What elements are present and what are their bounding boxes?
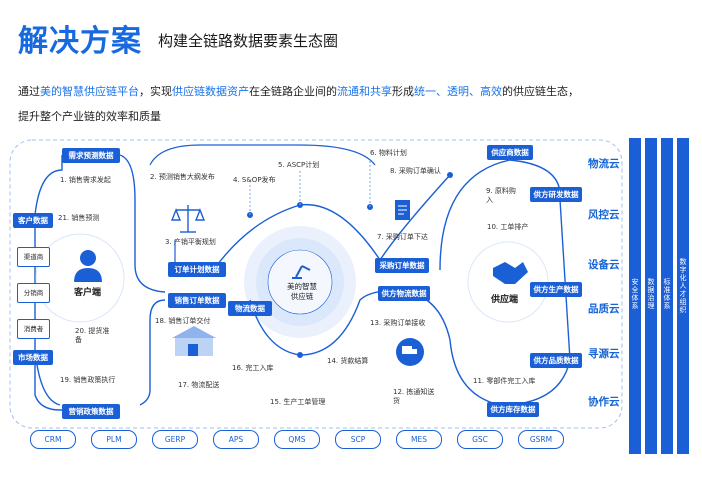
step-20: 20. 提货准 备 [75,327,110,344]
supplier-loop-bottom [399,289,571,406]
supplier-right [559,199,571,361]
step-7: 7. 采购订单下达 [377,233,428,241]
description-text: 在全链路企业间的 [249,85,337,98]
page-title: 解决方案 [18,24,142,59]
channel-dealer: 渠道商 [17,247,50,267]
cloud-equipment: 设备云 [588,259,620,271]
supplier-label: 供应端 [491,295,519,305]
step-13: 13. 采购订单接收 [370,319,426,327]
step-12: 12. 拣通知送 货 [393,388,435,405]
description-highlight: 流通和共享 [337,85,392,98]
step-17: 17. 物流配送 [178,381,220,389]
pillar-talent-org: 数字化人才组织 [677,138,689,454]
channel-consumer: 消费者 [17,319,50,339]
inner-loop [149,144,376,166]
box-demand-forecast: 需求预测数据 [62,148,120,163]
diagram-frame [9,139,623,429]
step-19: 19. 销售政策执行 [60,376,116,384]
box-customer-data: 客户数据 [13,213,53,228]
box-sales-order: 销售订单数据 [168,293,226,308]
step-6: 6. 物料计划 [370,149,407,157]
step-2: 2. 预测销售大纲发布 [150,173,215,181]
center-label: 美的智慧 供应链 [287,282,317,301]
description-text: 的供应链生态， [502,85,579,98]
system-gsrm: GSRM [518,430,564,449]
customer-person-icon [74,250,102,282]
cloud-collaboration: 协作云 [588,396,620,408]
left-loop-right [119,154,166,293]
box-market: 市场数据 [13,350,53,365]
pillar-security: 安全体系 [629,138,641,454]
step-1: 1. 销售需求发起 [60,176,111,184]
left-loop-right2 [139,299,166,406]
box-supplier-production: 供方生产数据 [530,282,582,297]
step-21: 21. 销售预测 [58,214,100,222]
channel-distributor: 分销商 [17,283,50,303]
page-subtitle: 构建全链路数据要素生态圈 [158,32,339,50]
box-sales-policy: 营销政策数据 [62,404,120,419]
description-highlight: 统一、透明、高效 [414,85,502,98]
description-line1: 通过美的智慧供应链平台，实现供应链数据资产在全链路企业间的流通和共享形成统一、透… [18,83,579,99]
system-qms: QMS [274,430,320,449]
handshake-icon [493,262,528,284]
step-16: 16. 完工入库 [232,364,274,372]
robot-arm-icon [292,265,311,279]
system-gsc: GSC [457,430,503,449]
node-dot [297,352,303,358]
step-15: 15. 生产工单管理 [270,398,326,406]
step-3: 3. 产销平衡规划 [165,238,216,246]
description-text: 通过 [18,85,40,98]
center-core [267,249,333,315]
system-crm: CRM [30,430,76,449]
customer-loop [34,155,63,406]
description-text: 形成 [392,85,414,98]
delivery-truck-icon [396,338,424,366]
balance-scale-icon [170,205,206,233]
box-supplier-logistics: 供方物流数据 [378,286,430,301]
box-supplier-data: 供应商数据 [487,145,533,160]
box-supplier-quality: 供方品质数据 [530,353,582,368]
customer-label: 客户端 [74,288,102,298]
document-icon [395,200,410,220]
step-14: 14. 货款结算 [327,357,369,365]
node-dot [447,172,453,178]
system-gerp: GERP [152,430,198,449]
system-scp: SCP [335,430,381,449]
warehouse-icon [172,326,216,356]
step-18: 18. 销售订单交付 [155,317,211,325]
description-highlight: 美的智慧供应链平台 [40,85,139,98]
box-purchase-order: 采购订单数据 [375,258,429,273]
cloud-logistics: 物流云 [588,158,620,170]
pillar-data-governance: 数据治理 [645,138,657,454]
box-supplier-inventory: 供方库存数据 [487,402,539,417]
left-loop-bottom [34,355,100,411]
step-5: 5. ASCP计划 [278,161,320,169]
step-4: 4. S&OP发布 [233,176,276,184]
step-11: 11. 零部件完工入库 [473,377,536,385]
step-8: 8. 采购订单确认 [390,167,441,175]
pillar-standards: 标准体系 [661,138,673,454]
box-supplier-rd: 供方研发数据 [530,187,582,202]
supplier-loop [439,159,561,271]
cloud-sourcing: 寻源云 [588,348,620,360]
box-logistics: 物流数据 [228,301,272,316]
cloud-risk: 风控云 [588,209,620,221]
middle-loop-top [214,174,451,269]
box-order-plan: 订单计划数据 [168,262,226,277]
system-aps: APS [213,430,259,449]
description-text: ，实现 [139,85,172,98]
system-plm: PLM [91,430,137,449]
step-10: 10. 工单排产 [487,223,529,231]
system-mes: MES [396,430,442,449]
description-highlight: 供应链数据资产 [172,85,249,98]
middle-loop-bottom [249,289,401,356]
cloud-quality: 品质云 [588,303,620,315]
description-line2: 提升整个产业链的效率和质量 [18,110,161,123]
step-9: 9. 原料购 入 [486,187,516,204]
